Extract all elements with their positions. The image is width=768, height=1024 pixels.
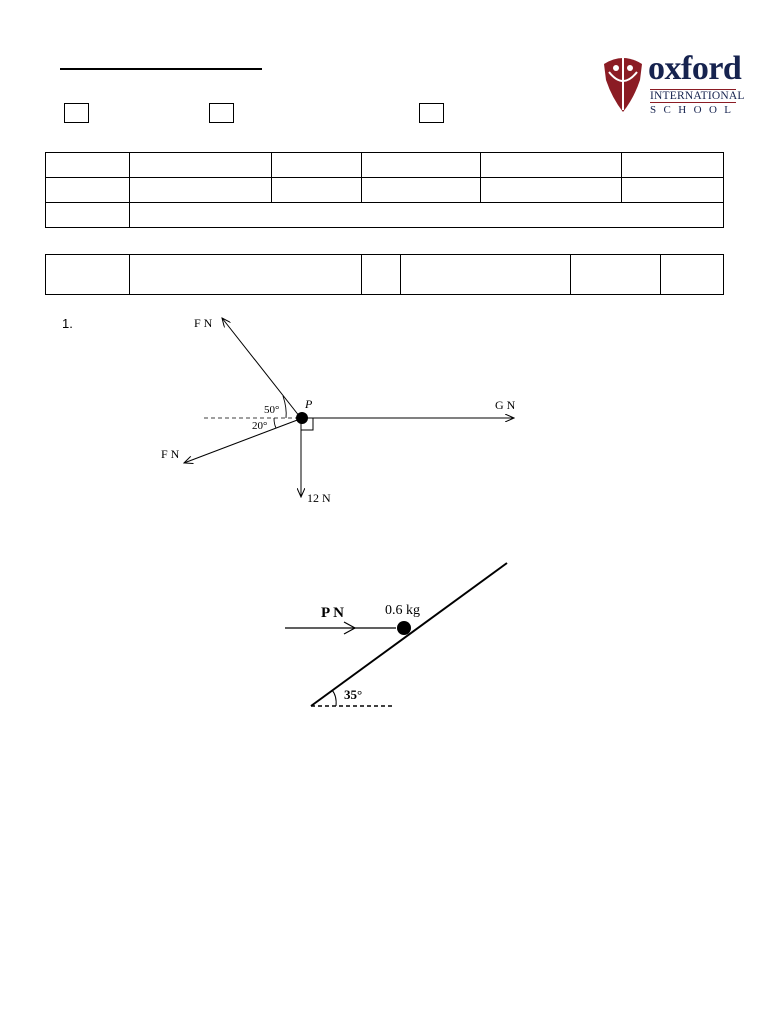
table-cell[interactable] [129,254,362,295]
angle-arc-upper [282,395,287,419]
table-cell[interactable] [129,152,272,178]
table-cell-wide[interactable] [129,202,724,228]
label-force-right: G N [495,398,516,412]
checkbox-3[interactable] [419,103,444,123]
logo-line-school: SCHOOL [650,104,739,116]
label-force-upper-left: F N [194,316,213,330]
school-crest-icon [600,50,646,116]
table-row [45,202,724,228]
label-force-lower-left: F N [161,447,180,461]
label-p: P [304,397,313,411]
push-force-arrowhead-icon [343,621,357,635]
angle-arc-lower [273,417,277,429]
table-cell[interactable] [45,152,130,178]
force-arrow-lower-left [184,418,301,463]
table-cell[interactable] [45,202,130,228]
label-angle-lower: 20° [252,420,267,432]
table-cell[interactable] [361,254,401,295]
name-underline [60,68,262,70]
label-incline-angle: 35° [344,687,362,702]
table-row [45,177,724,203]
particle-point [296,412,308,424]
mass-particle [397,621,411,635]
angle-arc-incline [331,689,337,707]
table-cell[interactable] [361,177,481,203]
logo-wordmark: oxford [648,50,742,87]
right-angle-mark [301,418,314,431]
label-mass: 0.6 kg [385,603,420,618]
checkbox-2[interactable] [209,103,234,123]
table-cell[interactable] [45,254,130,295]
label-angle-upper: 50° [264,404,279,416]
table-row [45,254,724,295]
table-cell[interactable] [400,254,571,295]
marks-table [45,254,724,295]
label-push-force: P N [321,605,344,621]
logo-line-international: INTERNATIONAL [650,89,745,103]
label-force-down: 12 N [307,491,331,505]
force-arrow-upper-left [222,318,301,418]
student-info-table [45,152,724,228]
checkbox-1[interactable] [64,103,89,123]
table-cell[interactable] [660,254,724,295]
question-number: 1. [62,316,73,331]
table-row [45,152,724,178]
table-cell[interactable] [570,254,661,295]
inclined-plane-line [310,562,508,707]
